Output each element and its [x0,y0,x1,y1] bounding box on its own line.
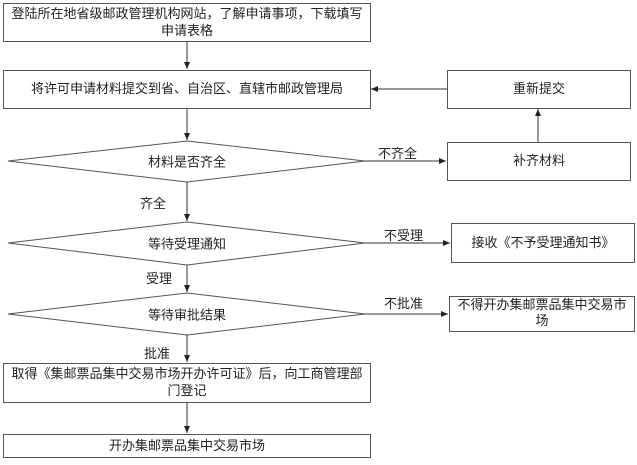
decision-check-materials-text: 材料是否齐全 [147,155,227,171]
step-visit-site: 登陆所在地省级邮政管理机构网站，了解申请事项，下载填写申请表格 [3,3,371,42]
decision-wait-approval-text: 等待审批结果 [147,308,227,324]
step-cannot-open: 不得开办集邮票品集中交易市场 [449,296,635,332]
label-complete: 齐全 [140,197,167,212]
label-approved: 批准 [144,347,171,362]
step-supplement: 补齐材料 [447,142,631,181]
label-not-accepted: 不受理 [384,229,424,244]
step-open-market: 开办集邮票品集中交易市场 [3,434,371,458]
label-not-approved: 不批准 [384,297,424,312]
label-incomplete: 不齐全 [378,147,418,162]
step-submit-materials: 将许可申请材料提交到省、自治区、直辖市邮政管理局 [3,70,371,109]
step-obtain-license: 取得《集邮票品集中交易市场开办许可证》后，向工商管理部门登记 [3,363,371,403]
step-resubmit: 重新提交 [447,70,631,109]
step-receive-rejection: 接收《不予受理通知书》 [451,223,635,263]
decision-wait-acceptance-text: 等待受理通知 [147,237,227,253]
label-accepted: 受理 [146,272,173,287]
